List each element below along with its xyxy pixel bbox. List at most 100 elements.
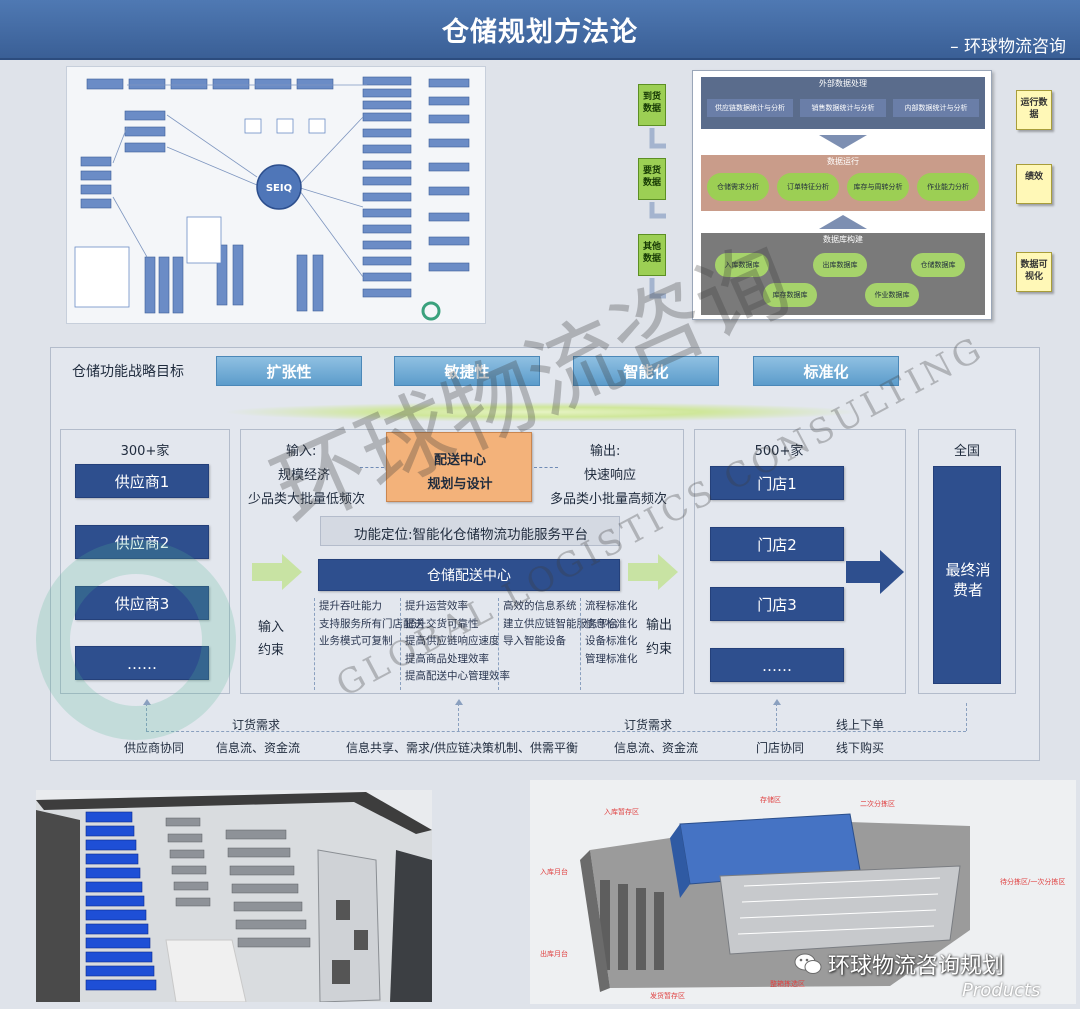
db-cylinder-2: 出库数据库 <box>813 253 867 277</box>
strategy-divider-arc <box>222 402 862 422</box>
dc-label-2: 存储区 <box>760 795 781 804</box>
input-data-box-1: 到货数据 <box>638 84 666 126</box>
warehouse-3d-left <box>36 790 432 1002</box>
section-run-item-3: 库存与周转分析 <box>847 173 909 201</box>
section-run-item-2: 订单特征分析 <box>777 173 839 201</box>
hub-label: SEIQ <box>266 183 292 194</box>
feedback-riser-2 <box>458 703 459 731</box>
goal-intelligence: 智能化 <box>573 356 719 386</box>
dc-core-line-2: 规划与设计 <box>427 477 493 492</box>
input-constraint-2: 约束 <box>258 643 285 658</box>
positioning-text: 功能定位:智能化仓储物流功能服务平台 <box>353 527 589 543</box>
section-external-item-2: 销售数据统计与分析 <box>800 99 886 117</box>
col3-item-3: 导入智能设备 <box>503 635 566 647</box>
riser-arrowhead-3 <box>773 699 781 705</box>
flow-order-right: 订货需求 <box>624 718 673 732</box>
stores-to-consumer-arrow <box>846 550 904 594</box>
dc-label-1: 入库暂存区 <box>604 807 639 816</box>
dc-label-3: 二次分拣区 <box>860 799 895 808</box>
final-consumer-line-2: 费者 <box>952 581 983 599</box>
col3-item-1: 高效的信息系统 <box>503 600 577 612</box>
section-run-item-4: 作业能力分析 <box>917 173 979 201</box>
wechat-icon <box>794 952 822 976</box>
output-title: 输出: <box>590 444 621 459</box>
col2-item-5: 提高配送中心管理效率 <box>405 670 510 682</box>
flow-store-collab: 门店协同 <box>756 741 805 755</box>
col2-item-2: 提升交货可靠性 <box>405 617 479 630</box>
section-run-item-1: 仓储需求分析 <box>707 173 769 201</box>
dc-label-4: 入库月台 <box>540 867 568 876</box>
section-run-title: 数据运行 <box>827 157 859 166</box>
flow-supplier-collab: 供应商协同 <box>124 741 185 755</box>
section-db-title: 数据库构建 <box>823 235 863 244</box>
section-db: 数据库构建 入库数据库 出库数据库 仓储数据库 库存数据库 作业数据库 <box>701 233 985 315</box>
methodology-flow-thumbnail: SEIQ <box>66 66 486 324</box>
input-title: 输入: <box>286 444 317 459</box>
left-flow-arrow <box>252 554 302 590</box>
dc-label-5: 待分拣区/一次分拣区 <box>1000 877 1065 886</box>
output-data-box-2: 绩效 <box>1016 164 1052 204</box>
flow-info-share: 信息共享、需求/供应链决策机制、供需平衡 <box>346 741 579 755</box>
corner-watermark: Products <box>962 980 1041 1001</box>
down-arrow-1 <box>819 135 867 149</box>
section-external: 外部数据处理 供应链数据统计与分析 销售数据统计与分析 内部数据统计与分析 <box>701 77 985 129</box>
left-flow-arrow-graphic <box>252 554 302 590</box>
col4-item-4: 管理标准化 <box>585 652 638 665</box>
db-cylinder-3: 仓储数据库 <box>911 253 965 277</box>
output-line-1: 快速响应 <box>584 468 637 483</box>
output-data-box-1: 运行数据 <box>1016 90 1052 130</box>
constraint-col-3: 高效的信息系统 建立供应链智能服务平台 导入智能设备 <box>498 598 619 690</box>
col3-item-2: 建立供应链智能服务平台 <box>503 617 619 630</box>
store-1: 门店1 <box>710 466 844 500</box>
title-bar <box>0 0 1080 60</box>
flow-online: 线上下单 <box>836 718 885 732</box>
input-arrow <box>360 467 384 468</box>
processing-panel: 外部数据处理 供应链数据统计与分析 销售数据统计与分析 内部数据统计与分析 数据… <box>692 70 992 320</box>
positioning-bar: 功能定位:智能化仓储物流功能服务平台 <box>320 516 620 546</box>
col1-item-3: 业务模式可复制 <box>319 635 393 647</box>
section-external-item-3: 内部数据统计与分析 <box>893 99 979 117</box>
dc-label-6: 出库月台 <box>540 949 568 958</box>
input-constraint-1: 输入 <box>258 620 285 635</box>
constraint-col-1: 提升吞吐能力 支持服务所有门店配送 业务模式可复制 <box>314 598 424 690</box>
page-subtitle: – 环球物流咨询 <box>950 37 1066 57</box>
col2-item-4: 提高商品处理效率 <box>405 652 489 665</box>
dc-label-7: 发货暂存区 <box>650 991 685 1000</box>
store-more: …… <box>710 648 844 682</box>
flow-info-right: 信息流、资金流 <box>614 741 699 755</box>
consumer-title: 全国 <box>953 444 980 459</box>
final-consumer-box: 最终消 费者 <box>933 466 1001 684</box>
input-line-2: 少品类大批量低频次 <box>248 492 366 507</box>
col4-item-2: 信息标准化 <box>585 617 638 630</box>
stores-to-consumer-arrow-graphic <box>846 550 904 594</box>
strategy-label: 仓储功能战略目标 <box>72 364 184 380</box>
warehouse-3d-right-graphic: 入库暂存区 存储区 二次分拣区 入库月台 待分拣区/一次分拣区 出库月台 发货暂… <box>540 795 1065 1000</box>
input-data-box-3: 其他数据 <box>638 234 666 276</box>
output-data-box-3: 数据可视化 <box>1016 252 1052 292</box>
constraint-col-2: 提升运营效率 提升交货可靠性 提高供应链响应速度 提高商品处理效率 提高配送中心… <box>400 598 510 690</box>
col1-item-1: 提升吞吐能力 <box>319 600 382 612</box>
flow-offline: 线下购买 <box>836 741 885 755</box>
wechat-account-name: 环球物流咨询规划 <box>828 954 1005 979</box>
section-external-title: 外部数据处理 <box>819 79 867 88</box>
db-cylinder-4: 库存数据库 <box>763 283 817 307</box>
up-arrow <box>819 215 867 229</box>
supplier-1: 供应商1 <box>75 464 209 498</box>
output-arrow <box>534 467 558 468</box>
right-flow-arrow <box>628 554 678 590</box>
col1-item-2: 支持服务所有门店配送 <box>319 617 424 630</box>
col4-item-1: 流程标准化 <box>585 600 638 612</box>
page-title: 仓储规划方法论 <box>442 17 638 48</box>
col2-item-3: 提高供应链响应速度 <box>405 635 500 647</box>
goal-agility: 敏捷性 <box>394 356 540 386</box>
methodology-flow-graphic: SEIQ <box>74 76 470 321</box>
stores-count: 500+家 <box>754 444 804 459</box>
constraint-col-4: 流程标准化 信息标准化 设备标准化 管理标准化 <box>580 598 640 690</box>
wechat-icon-graphic <box>794 953 822 974</box>
watermark-logo-ring <box>36 540 236 740</box>
left-flow-connectors <box>649 128 666 299</box>
dc-core-box: 配送中心 规划与设计 <box>386 432 532 502</box>
flow-order-left: 订货需求 <box>232 718 281 732</box>
suppliers-count: 300+家 <box>120 444 170 459</box>
output-constraint-2: 约束 <box>646 642 673 657</box>
